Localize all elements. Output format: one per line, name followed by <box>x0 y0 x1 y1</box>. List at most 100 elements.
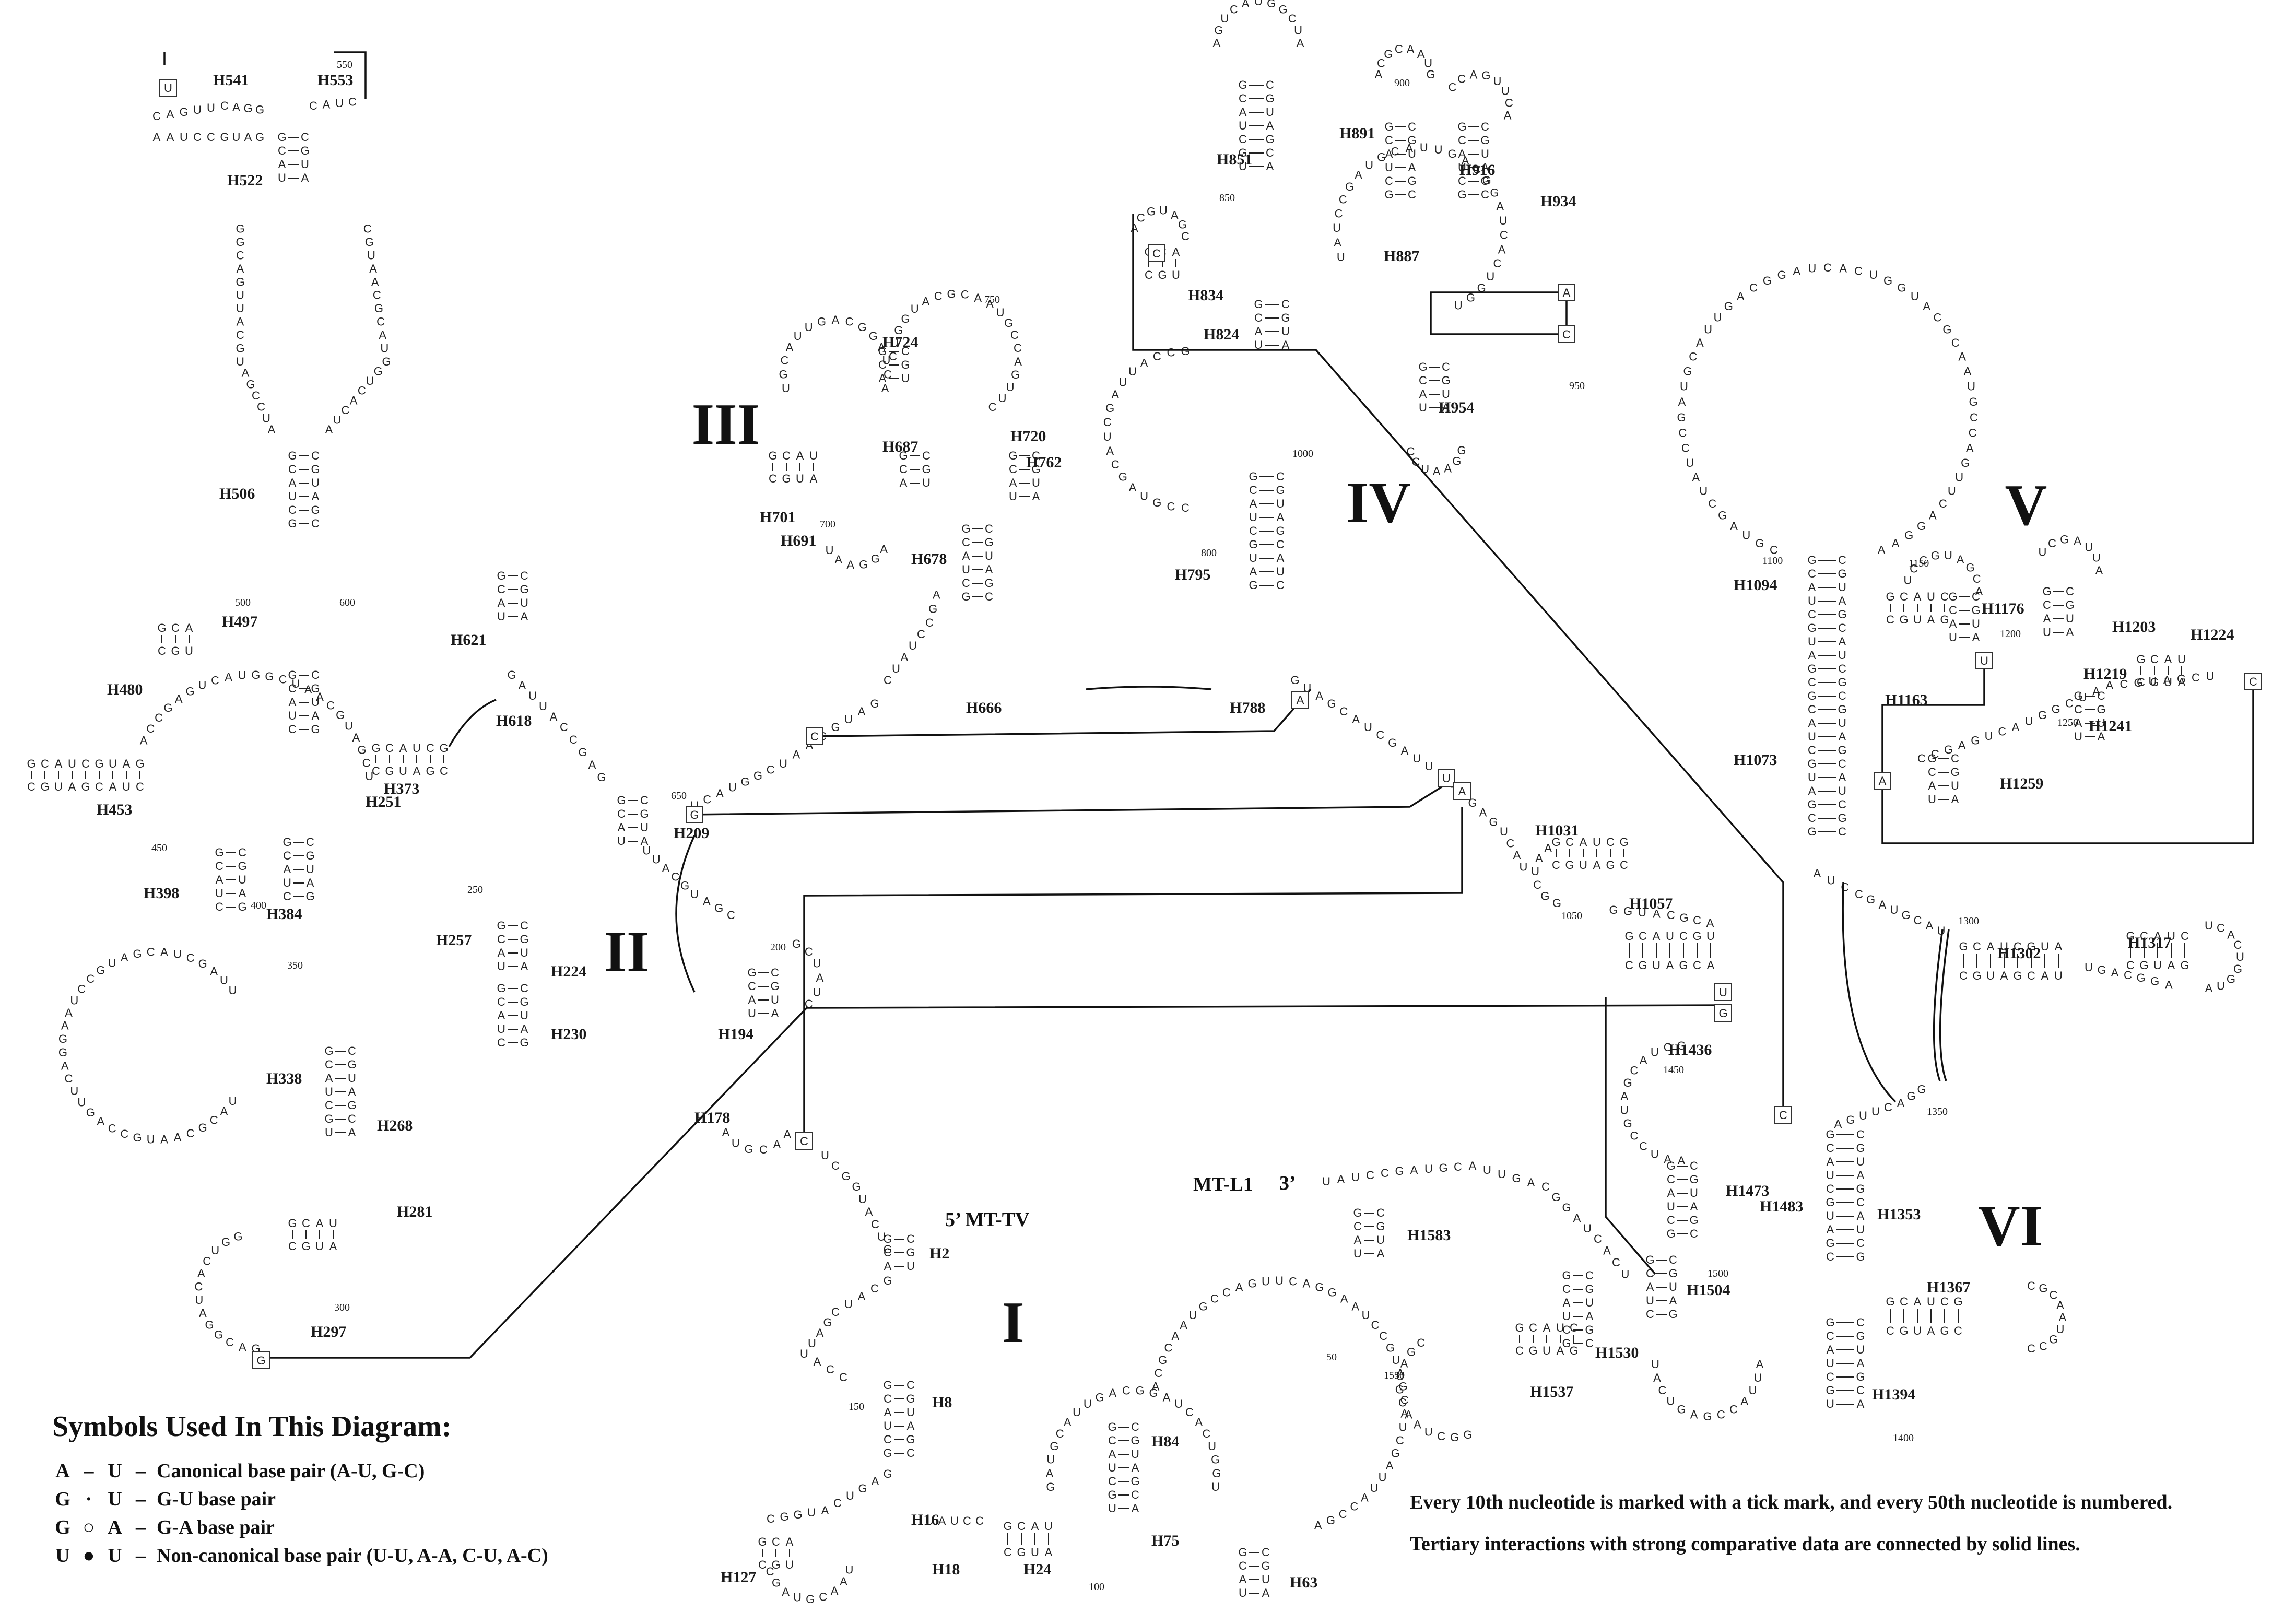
nucleotide: C <box>1679 929 1688 943</box>
nucleotide: A <box>109 780 117 793</box>
nucleotide: U <box>1103 430 1112 443</box>
nucleotide: G <box>365 236 374 249</box>
nucleotide: A <box>1180 1319 1187 1332</box>
nucleotide: G <box>1931 549 1940 562</box>
nucleotide: U <box>1826 1357 1834 1370</box>
tertiary-nucleotide: C <box>800 1135 808 1148</box>
nucleotide: A <box>1897 1097 1905 1110</box>
nucleotide: G <box>1489 816 1498 829</box>
nucleotide: U <box>236 289 244 302</box>
nucleotide: U <box>262 411 270 425</box>
nucleotide: A <box>1927 613 1935 626</box>
nucleotide: A <box>2075 716 2082 729</box>
nucleotide: G <box>1838 608 1846 621</box>
nucleotide: C <box>1108 1475 1116 1488</box>
nucleotide: U <box>54 780 63 793</box>
nucleotide: C <box>1826 1329 1834 1343</box>
nucleotide: C <box>1458 134 1466 147</box>
nucleotide: G <box>782 472 791 485</box>
helix-label-h1530: H1530 <box>1595 1344 1639 1361</box>
position-number: 1250 <box>2057 717 2078 728</box>
nucleotide: U <box>844 713 853 726</box>
nucleotide: G <box>906 1433 915 1446</box>
tertiary-interaction-line <box>1086 686 1212 690</box>
nucleotide: G <box>1961 456 1970 469</box>
end-labels: 5’ MT-TV MT-L1 3’ <box>945 1172 1296 1231</box>
nucleotide: C <box>782 449 791 462</box>
nucleotide: C <box>1808 608 1816 621</box>
nucleotide: G <box>2136 971 2145 984</box>
nucleotide: U <box>1424 1162 1433 1175</box>
nucleotide: G <box>1856 1182 1865 1195</box>
nucleotide: U <box>1220 12 1229 25</box>
nucleotide: A <box>329 1240 337 1253</box>
nucleotide: C <box>961 288 969 301</box>
nucleotide: G <box>1158 268 1167 281</box>
nucleotide: U <box>728 781 737 794</box>
legend-symbol: G ○ A <box>55 1516 122 1538</box>
helix-label-h1224: H1224 <box>2191 626 2234 643</box>
nucleotide: G <box>1384 188 1393 201</box>
nucleotide: U <box>1903 573 1912 586</box>
nucleotide: A <box>1351 1300 1359 1313</box>
nucleotide: G <box>311 723 320 736</box>
nucleotide: U <box>108 956 116 969</box>
nucleotide: G <box>2227 972 2235 985</box>
nucleotide: C <box>1562 1282 1571 1296</box>
nucleotide: C <box>1855 888 1863 901</box>
nucleotide: G <box>745 1143 753 1156</box>
nucleotide: U <box>1827 874 1835 887</box>
nucleotide: U <box>1562 1310 1571 1323</box>
helix-label-h281: H281 <box>397 1203 432 1220</box>
nucleotide: C <box>1931 747 1939 760</box>
nucleotide: U <box>68 757 76 770</box>
nucleotide: C <box>1630 1064 1639 1077</box>
nucleotide: C <box>1972 590 1980 603</box>
nucleotide: U <box>1714 311 1722 324</box>
nucleotide: C <box>520 982 528 995</box>
nucleotide: C <box>1154 1367 1162 1380</box>
nucleotide: C <box>325 1058 333 1071</box>
nucleotide: A <box>1593 858 1601 872</box>
nucleotide: A <box>1255 325 1263 338</box>
nucleotide: C <box>1620 858 1628 872</box>
nucleotide: A <box>872 1475 879 1488</box>
nucleotide: C <box>95 780 103 793</box>
nucleotide: A <box>1667 1186 1675 1199</box>
nucleotide: A <box>1400 1407 1408 1420</box>
helix-label-h916: H916 <box>1459 161 1495 179</box>
nucleotide: A <box>239 887 246 900</box>
nucleotide: C <box>1458 174 1466 187</box>
position-number: 1400 <box>1893 1432 1914 1444</box>
position-number: 750 <box>984 294 1000 305</box>
nucleotide: C <box>1625 959 1633 972</box>
nucleotide: C <box>1379 1329 1387 1343</box>
nucleotide: C <box>1808 703 1816 716</box>
nucleotide: C <box>1970 411 1978 424</box>
helix-label-h724: H724 <box>882 334 918 351</box>
nucleotide: C <box>358 384 366 397</box>
nucleotide: A <box>662 862 670 875</box>
nucleotide: A <box>1401 744 1409 757</box>
nucleotide: C <box>520 569 528 582</box>
nucleotide: G <box>1755 537 1764 550</box>
nucleotide: C <box>1239 133 1247 146</box>
nucleotide: G <box>1927 752 1936 765</box>
nucleotide: A <box>1975 585 1983 598</box>
helix-label-h666: H666 <box>966 699 1002 716</box>
nucleotide: A <box>901 651 909 664</box>
nucleotide: A <box>1352 713 1360 726</box>
legend-symbol: G · U <box>55 1488 122 1510</box>
nucleotide: A <box>498 596 505 609</box>
nucleotide: C <box>1808 567 1816 580</box>
nucleotide: G <box>1623 1076 1632 1089</box>
nucleotide: C <box>1973 940 1981 953</box>
nucleotide: A <box>1544 841 1552 854</box>
nucleotide: U <box>1585 1296 1594 1309</box>
nucleotide: C <box>617 807 626 820</box>
tertiary-interaction-line <box>1132 214 1784 1112</box>
nucleotide: U <box>1498 1168 1506 1181</box>
nucleotide: U <box>147 1133 155 1146</box>
nucleotide: U <box>367 249 375 262</box>
